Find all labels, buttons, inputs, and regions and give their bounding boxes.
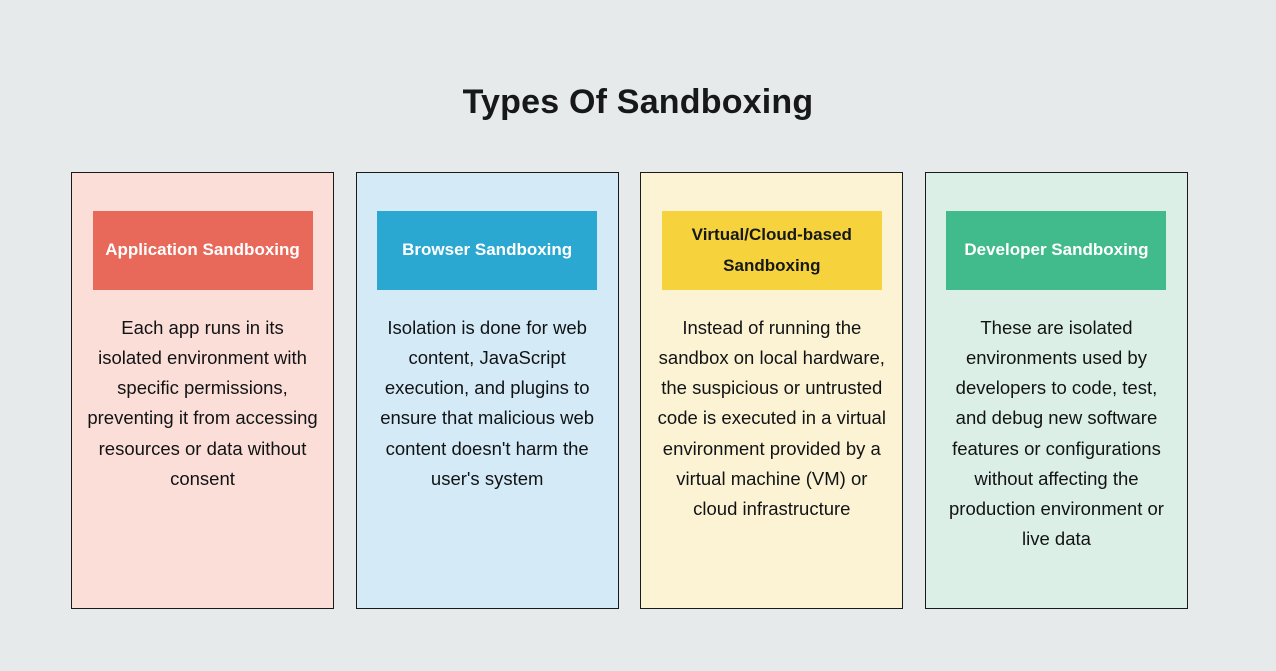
card-header-developer-sandboxing: Developer Sandboxing	[946, 211, 1167, 290]
card-header-browser-sandboxing: Browser Sandboxing	[377, 211, 598, 290]
card-body-developer-sandboxing: These are isolated environments used by …	[949, 317, 1164, 549]
card-body-application-sandboxing: Each app runs in its isolated environmen…	[87, 317, 318, 489]
card-header-virtual-cloud-based-sandboxing: Virtual/Cloud-based Sandboxing	[661, 211, 882, 290]
card-browser-sandboxing: Browser Sandboxing Isolation is done for…	[355, 172, 619, 609]
page-title: Types Of Sandboxing	[462, 82, 814, 121]
sandboxing-types-card-row: Application Sandboxing Each app runs in …	[71, 172, 1188, 609]
card-developer-sandboxing: Developer Sandboxing These are isolated …	[924, 172, 1188, 609]
card-virtual-cloud-based-sandboxing: Virtual/Cloud-based Sandboxing Instead o…	[640, 172, 904, 609]
card-header-application-sandboxing: Application Sandboxing	[92, 211, 313, 290]
card-application-sandboxing: Application Sandboxing Each app runs in …	[71, 172, 334, 609]
card-body-browser-sandboxing: Isolation is done for web content, JavaS…	[380, 317, 595, 489]
card-body-virtual-cloud-based-sandboxing: Instead of running the sandbox on local …	[657, 317, 886, 519]
